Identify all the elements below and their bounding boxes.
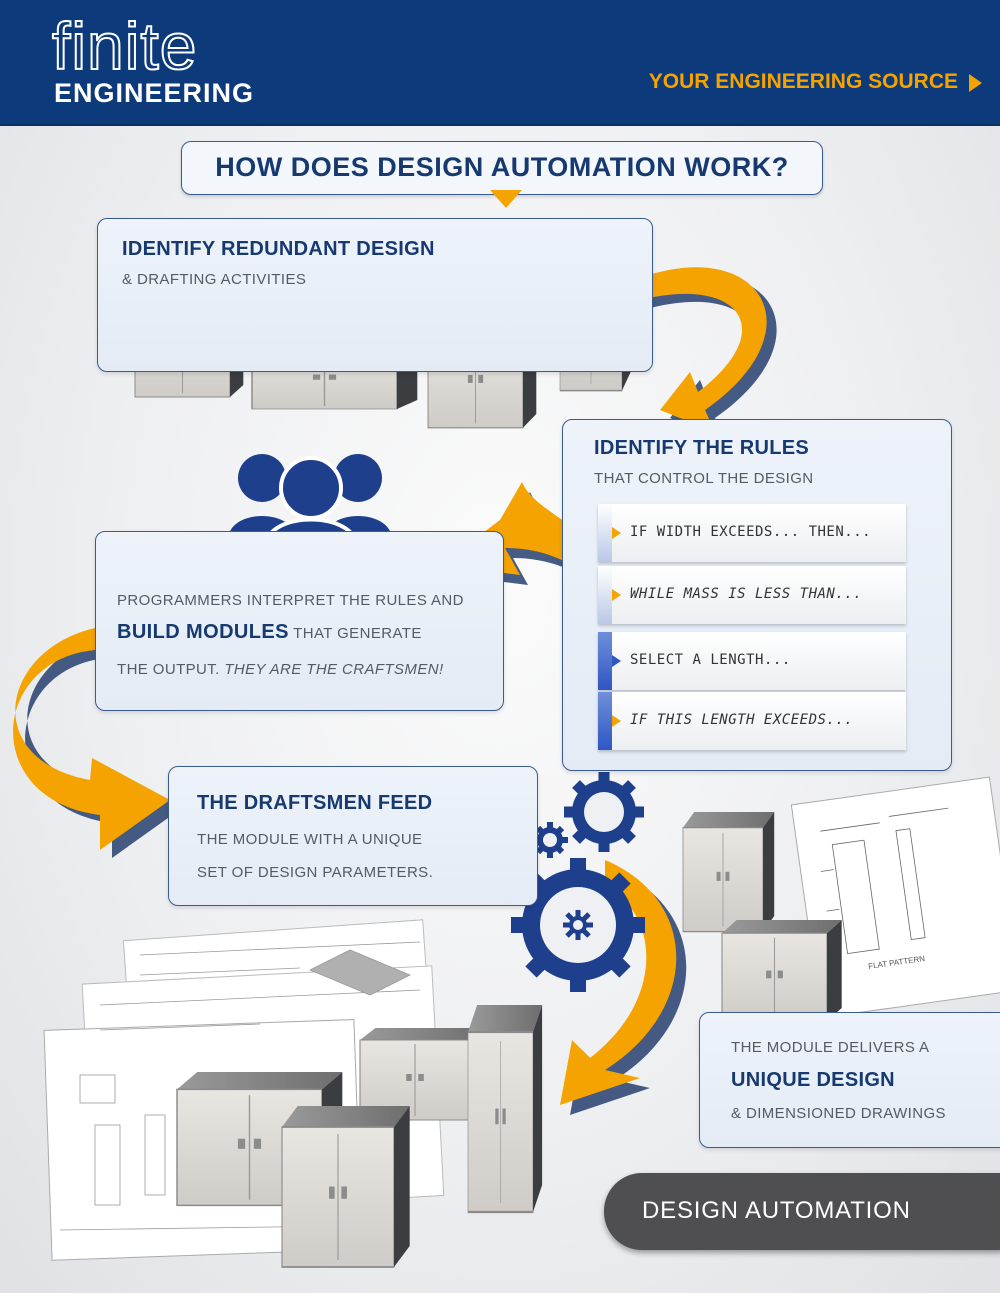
step5-heading: UNIQUE DESIGN [731, 1069, 895, 1091]
rule-text: IF WIDTH EXCEEDS... THEN... [630, 524, 872, 540]
badge-label: DESIGN AUTOMATION [642, 1197, 911, 1224]
step1-heading: IDENTIFY REDUNDANT DESIGN [122, 238, 435, 260]
rule-text: IF THIS LENGTH EXCEEDS... [630, 712, 854, 728]
step1-box [97, 218, 653, 372]
step5-line1: THE MODULE DELIVERS A [731, 1039, 930, 1056]
gear-icon [511, 858, 645, 992]
rule-bar [598, 504, 612, 562]
header-bar: finite ENGINEERING YOUR ENGINEERING SOUR… [0, 0, 1000, 126]
curved-arrow-icon [560, 860, 687, 1115]
step4-line1: THE MODULE WITH A UNIQUE [197, 831, 423, 848]
rule-item: SELECT A LENGTH... [598, 632, 906, 690]
step3-box [95, 531, 504, 711]
step1-subtext: & DRAFTING ACTIVITIES [122, 271, 307, 288]
rule-marker-icon [612, 655, 621, 667]
step3-line2: BUILD MODULES THAT GENERATE [117, 621, 422, 644]
logo-engineering: ENGINEERING [54, 78, 255, 108]
logo-finite: finite [51, 8, 198, 84]
tagline-link[interactable]: YOUR ENGINEERING SOURCE [648, 70, 958, 93]
gear-icon [564, 772, 644, 852]
rule-marker-icon [612, 715, 621, 727]
step3-line3-italic: THEY ARE THE CRAFTSMEN! [224, 661, 444, 678]
rule-item: IF WIDTH EXCEEDS... THEN... [598, 504, 906, 562]
rule-bar [598, 566, 612, 624]
step2-subtext: THAT CONTROL THE DESIGN [594, 470, 814, 487]
step3-line2-rest: THAT GENERATE [288, 625, 422, 642]
rule-marker-icon [612, 589, 621, 601]
curved-arrow-icon [640, 267, 777, 440]
drawing-sheet-right [790, 776, 1000, 1019]
step3-line3: THE OUTPUT. THEY ARE THE CRAFTSMEN! [117, 661, 444, 678]
rule-text: WHILE MASS IS LESS THAN... [630, 586, 863, 602]
curved-arrow-icon [13, 628, 182, 858]
rule-bar [598, 632, 612, 690]
step3-line3-text: THE OUTPUT. [117, 661, 225, 678]
rule-bar [598, 692, 612, 750]
rule-marker-icon [612, 527, 621, 539]
gear-icon [532, 822, 568, 858]
rule-item: WHILE MASS IS LESS THAN... [598, 566, 906, 624]
design-automation-badge: DESIGN AUTOMATION [604, 1173, 1000, 1250]
title-box: HOW DOES DESIGN AUTOMATION WORK? [181, 141, 823, 195]
step3-emphasis: BUILD MODULES [117, 621, 289, 643]
rule-item: IF THIS LENGTH EXCEEDS... [598, 692, 906, 750]
step3-line1: PROGRAMMERS INTERPRET THE RULES AND [117, 592, 464, 609]
page-title: HOW DOES DESIGN AUTOMATION WORK? [215, 152, 789, 182]
step5-line2: & DIMENSIONED DRAWINGS [731, 1105, 946, 1122]
step2-heading: IDENTIFY THE RULES [594, 437, 810, 459]
rule-text: SELECT A LENGTH... [630, 652, 791, 668]
step4-heading: THE DRAFTSMEN FEED [197, 792, 433, 814]
step4-line2: SET OF DESIGN PARAMETERS. [197, 864, 434, 881]
step5-box [699, 1012, 1000, 1148]
pointer-arrow-icon [490, 190, 522, 208]
play-arrow-icon[interactable] [969, 74, 982, 92]
step4-box [168, 766, 538, 906]
